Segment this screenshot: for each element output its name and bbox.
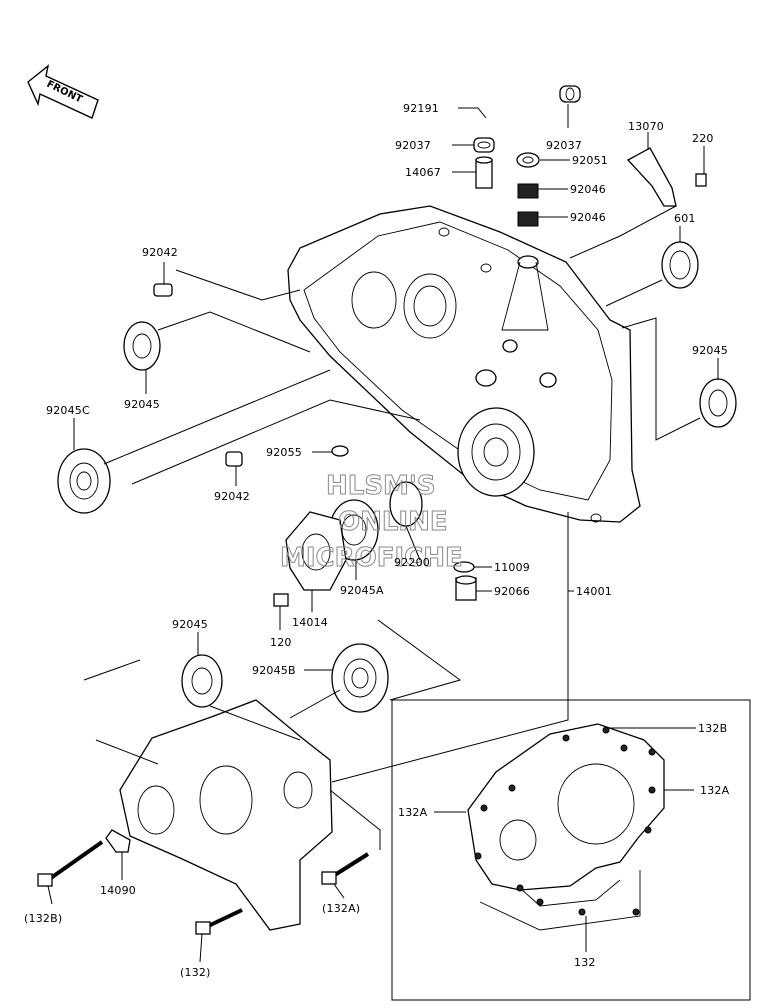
bolt-220[interactable]: [695, 173, 707, 187]
cover-14014[interactable]: [285, 511, 347, 591]
label-132B[interactable]: 132B: [698, 722, 727, 735]
label-132A-right[interactable]: 132A: [700, 784, 730, 797]
bolt-132A[interactable]: [321, 852, 370, 885]
label-132A-left[interactable]: 132A: [398, 806, 428, 819]
bearing-92045-left[interactable]: [123, 321, 161, 371]
drain-plug-92066[interactable]: [455, 575, 477, 601]
label-92037-right[interactable]: 92037: [546, 139, 582, 152]
label-92046-upper[interactable]: 92046: [570, 183, 606, 196]
bolt-pattern-inset: [391, 699, 751, 1001]
bearing-92045-lower[interactable]: [181, 654, 223, 708]
label-92045A[interactable]: 92045A: [340, 584, 384, 597]
bearing-601[interactable]: [661, 241, 699, 289]
needle-bearing-92046-upper[interactable]: [517, 183, 539, 199]
plate-14090[interactable]: [105, 829, 131, 853]
crankcase-upper[interactable]: [287, 205, 641, 523]
label-14001[interactable]: 14001: [576, 585, 612, 598]
leader-lines: [47, 104, 719, 963]
oil-seal-92051[interactable]: [516, 152, 540, 168]
part-labels: 92191 92037 92037 14067 92051 92046 9204…: [24, 102, 730, 979]
label-132-paren[interactable]: (132): [180, 966, 211, 979]
label-220[interactable]: 220: [692, 132, 714, 145]
label-13070[interactable]: 13070: [628, 120, 664, 133]
label-132A-paren[interactable]: (132A): [322, 902, 360, 915]
label-92066[interactable]: 92066: [494, 585, 530, 598]
label-14090[interactable]: 14090: [100, 884, 136, 897]
label-92045-right[interactable]: 92045: [692, 344, 728, 357]
label-92042-lower[interactable]: 92042: [214, 490, 250, 503]
label-132B-paren[interactable]: (132B): [24, 912, 62, 925]
watermark: HLSM'S ONLINE MICROFICHE: [280, 471, 464, 574]
label-92200[interactable]: 92200: [394, 556, 430, 569]
breather-hose[interactable]: [480, 62, 559, 131]
label-14067[interactable]: 14067: [405, 166, 441, 179]
label-92045-lower[interactable]: 92045: [172, 618, 208, 631]
dowel-pin-upper[interactable]: [153, 283, 173, 297]
dowel-pin-lower[interactable]: [225, 451, 243, 467]
bearing-92045B[interactable]: [331, 643, 389, 713]
label-92045C[interactable]: 92045C: [46, 404, 90, 417]
hose-clamp-right[interactable]: [559, 85, 581, 103]
front-arrow-icon: FRONT: [27, 64, 99, 119]
crankcase-lower[interactable]: [119, 699, 333, 931]
label-132[interactable]: 132: [574, 956, 596, 969]
bolt-132[interactable]: [195, 908, 243, 935]
bolt-120[interactable]: [273, 593, 289, 607]
label-92051[interactable]: 92051: [572, 154, 608, 167]
label-92191[interactable]: 92191: [403, 102, 439, 115]
label-92037-left[interactable]: 92037: [395, 139, 431, 152]
watermark-line3: MICROFICHE: [280, 543, 463, 573]
label-92046-lower[interactable]: 92046: [570, 211, 606, 224]
breather-pipe[interactable]: [475, 156, 493, 189]
label-601[interactable]: 601: [674, 212, 696, 225]
label-92045B[interactable]: 92045B: [252, 664, 296, 677]
hose-clamp-left[interactable]: [473, 137, 495, 153]
watermark-line1: HLSM'S: [326, 471, 436, 501]
bolt-132B[interactable]: [37, 840, 104, 887]
label-14014[interactable]: 14014: [292, 616, 328, 629]
label-92042-upper[interactable]: 92042: [142, 246, 178, 259]
label-92055[interactable]: 92055: [266, 446, 302, 459]
bearing-92045C[interactable]: [57, 448, 111, 514]
o-ring-92055[interactable]: [331, 445, 349, 457]
label-92045-left[interactable]: 92045: [124, 398, 160, 411]
label-120[interactable]: 120: [270, 636, 292, 649]
watermark-line2: ONLINE: [338, 507, 448, 537]
label-11009[interactable]: 11009: [494, 561, 530, 574]
bearing-92045-right[interactable]: [699, 378, 737, 428]
needle-bearing-92046-lower[interactable]: [517, 211, 539, 227]
bracket-13070[interactable]: [626, 147, 677, 207]
